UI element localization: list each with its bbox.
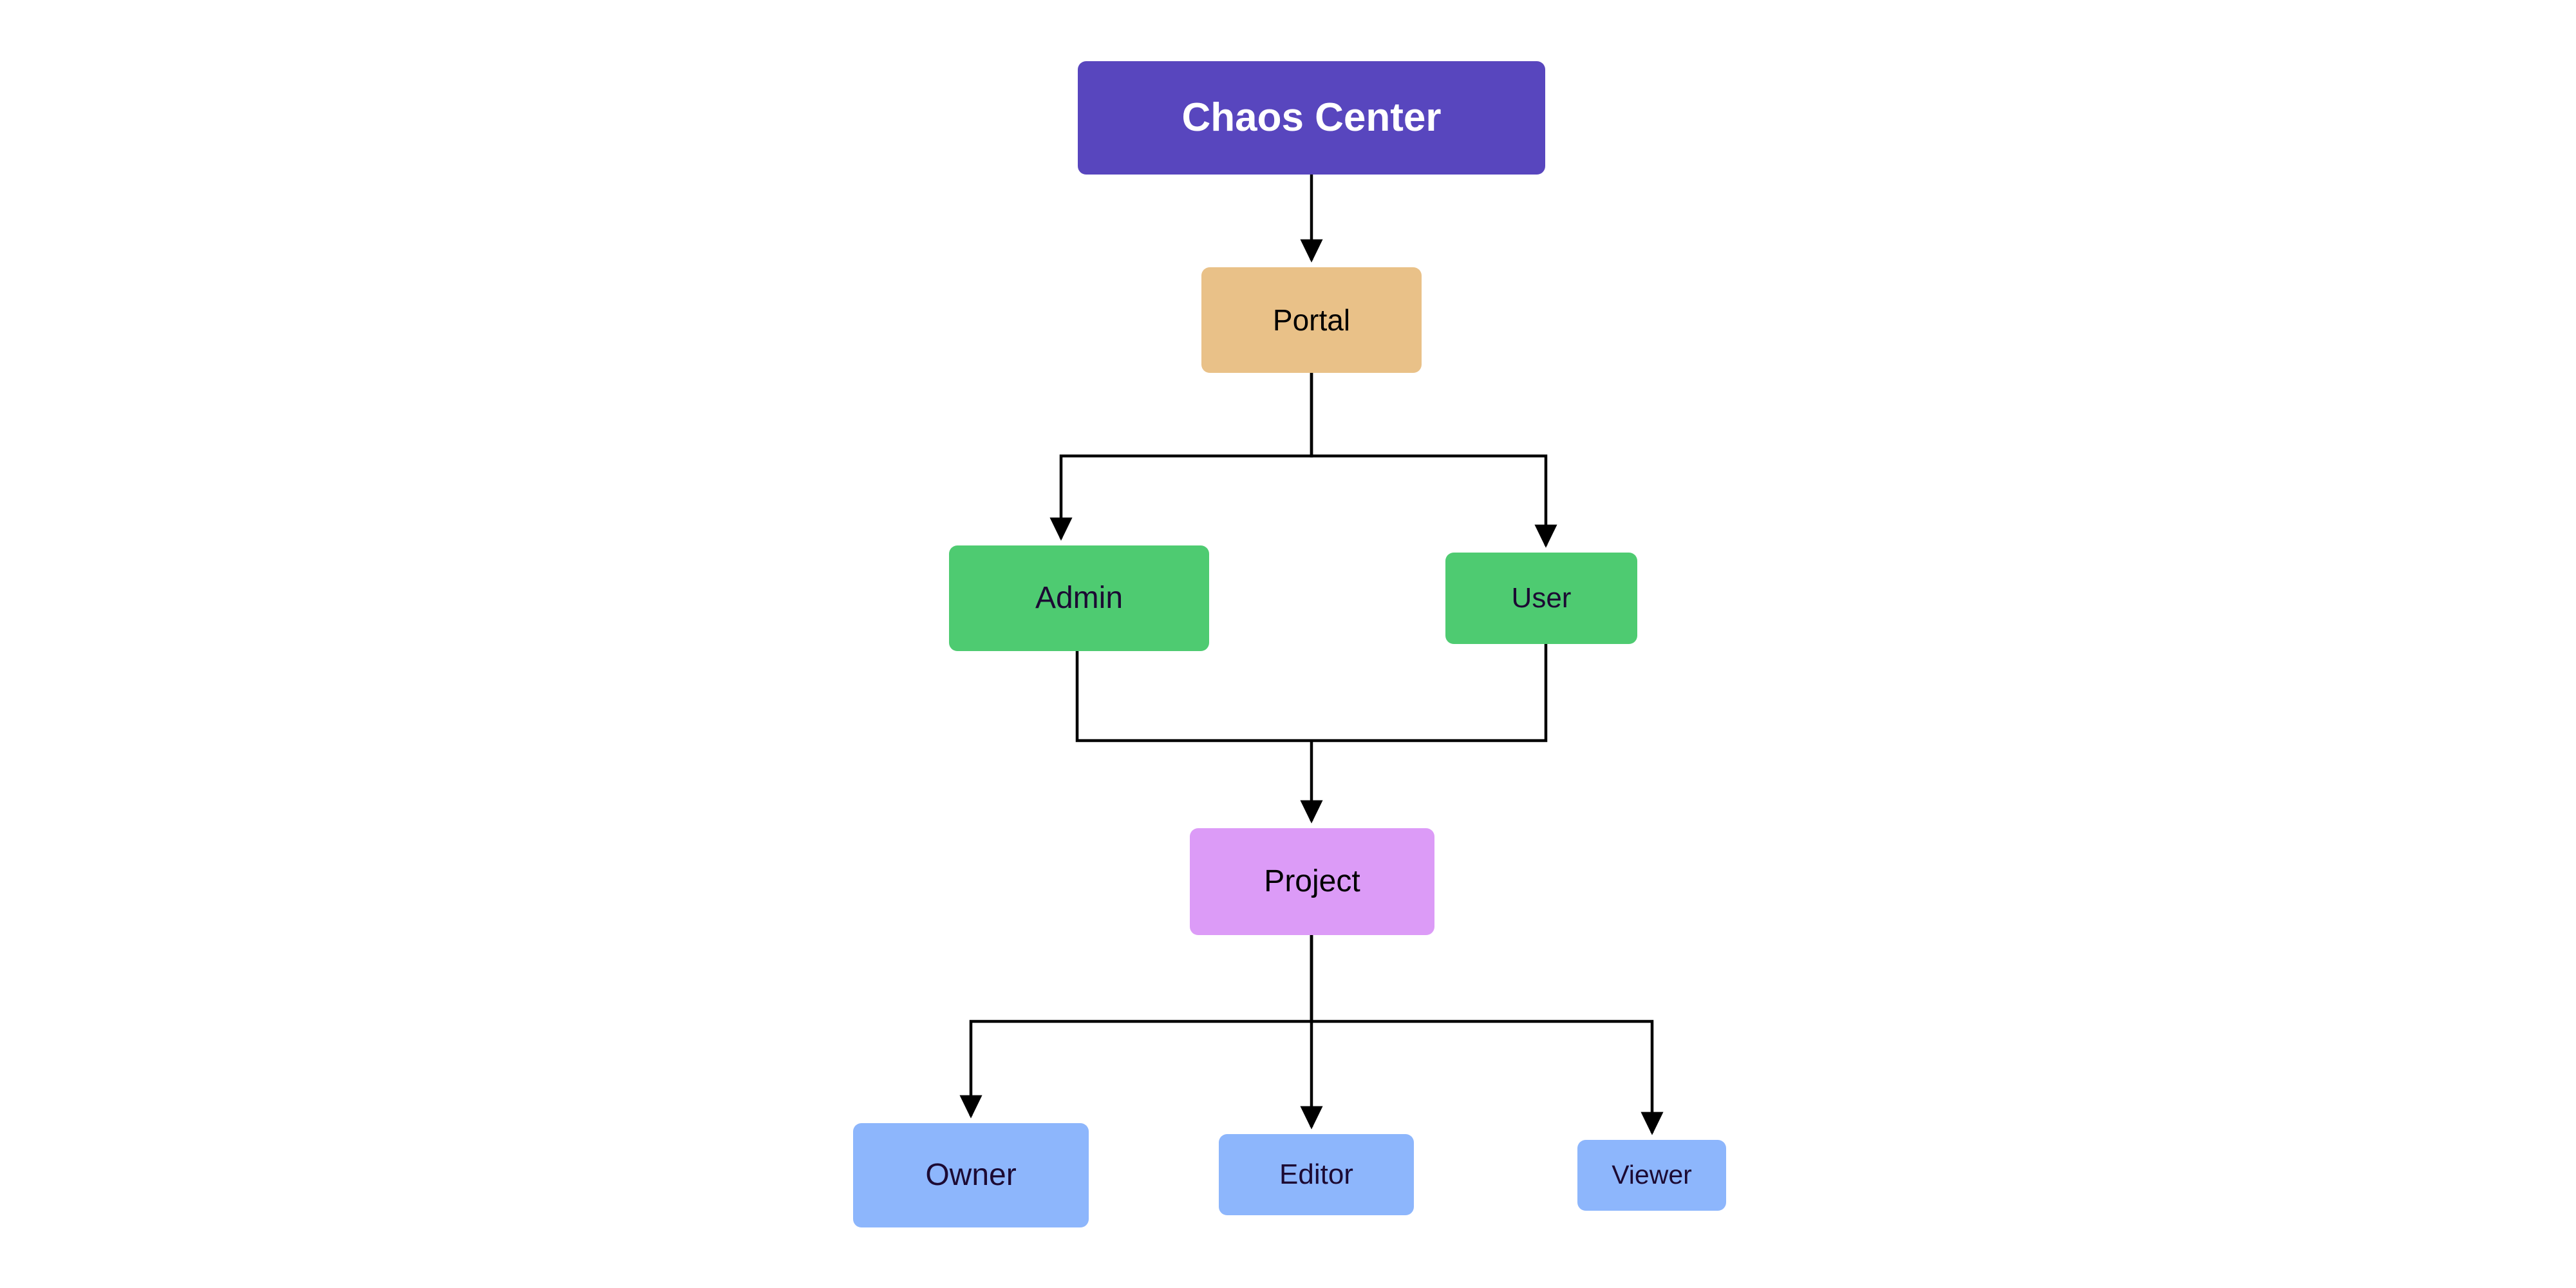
- node-viewer[interactable]: Viewer: [1577, 1140, 1726, 1211]
- edge-portal-to-user: [1310, 373, 1557, 548]
- edge-project-to-owner: [959, 935, 1313, 1119]
- node-owner-label: Owner: [925, 1157, 1017, 1192]
- edge-portal-to-admin: [1049, 373, 1313, 541]
- node-project-label: Project: [1264, 864, 1360, 898]
- node-portal-label: Portal: [1272, 303, 1351, 337]
- node-portal[interactable]: Portal: [1201, 267, 1422, 373]
- node-editor-label: Editor: [1279, 1158, 1353, 1190]
- node-owner[interactable]: Owner: [853, 1123, 1089, 1227]
- edge-user-to-project: [1312, 644, 1548, 743]
- node-chaos-center[interactable]: Chaos Center: [1078, 61, 1545, 175]
- node-user[interactable]: User: [1445, 553, 1637, 644]
- node-admin[interactable]: Admin: [949, 545, 1209, 651]
- node-user-label: User: [1511, 582, 1572, 614]
- node-admin-label: Admin: [1035, 580, 1123, 615]
- node-project[interactable]: Project: [1190, 828, 1434, 935]
- node-chaos-center-label: Chaos Center: [1181, 95, 1442, 140]
- edge-admin-to-project: [1075, 651, 1312, 743]
- node-editor[interactable]: Editor: [1219, 1134, 1414, 1215]
- edge-project-to-viewer: [1310, 935, 1664, 1135]
- node-viewer-label: Viewer: [1612, 1160, 1692, 1190]
